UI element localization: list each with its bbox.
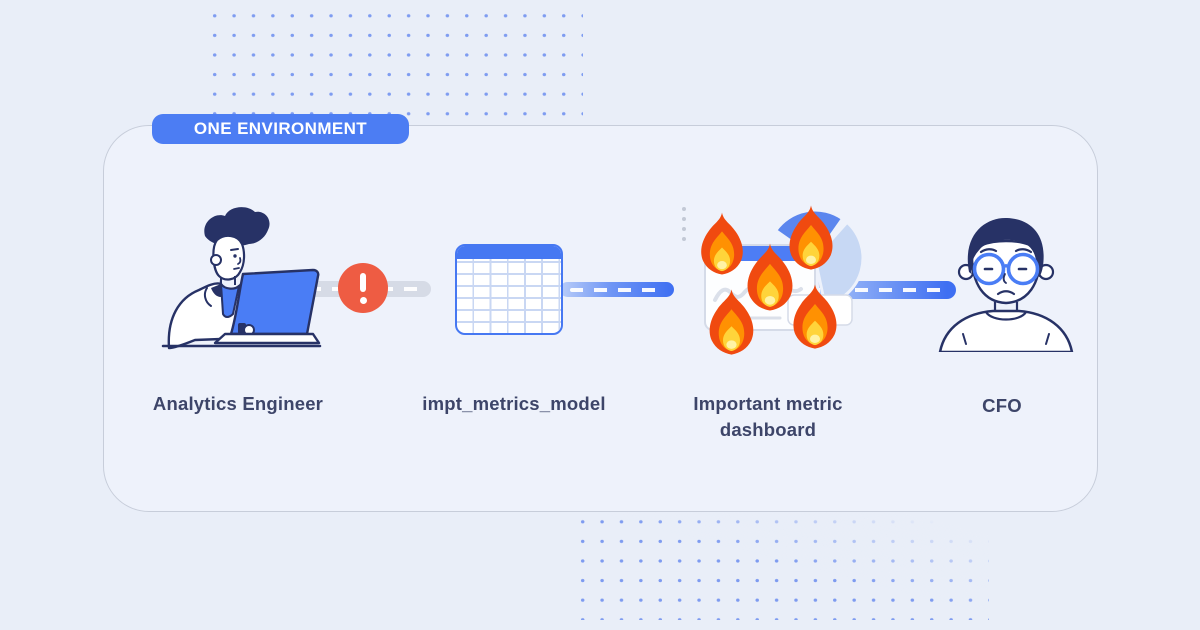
warning-icon [338, 263, 388, 313]
label-cfo: CFO [982, 395, 1022, 416]
connector-dashes [570, 287, 664, 292]
analytics-engineer-illustration [161, 207, 322, 350]
cfo-illustration [938, 217, 1074, 352]
exclamation-bar [360, 273, 366, 292]
label-important-metric-dashboard: Important metric dashboard [693, 393, 843, 440]
accent-dots [682, 207, 686, 241]
environment-badge-label: ONE ENVIRONMENT [193, 119, 368, 138]
data-table-icon [455, 244, 563, 335]
fire-icon [786, 283, 844, 350]
connector-model-to-dashboard [560, 282, 674, 297]
exclamation-dot [359, 297, 367, 304]
table-header-bar [457, 246, 561, 259]
label-impt-metrics-model: impt_metrics_model [422, 393, 606, 414]
dot-grid-top [205, 6, 583, 132]
connector-dashes [783, 288, 946, 292]
environment-badge: ONE ENVIRONMENT [152, 114, 409, 144]
dot-grid-bottom [573, 512, 989, 620]
fire-icon [703, 288, 760, 356]
label-analytics-engineer: Analytics Engineer [152, 393, 324, 414]
table-grid [457, 259, 561, 333]
